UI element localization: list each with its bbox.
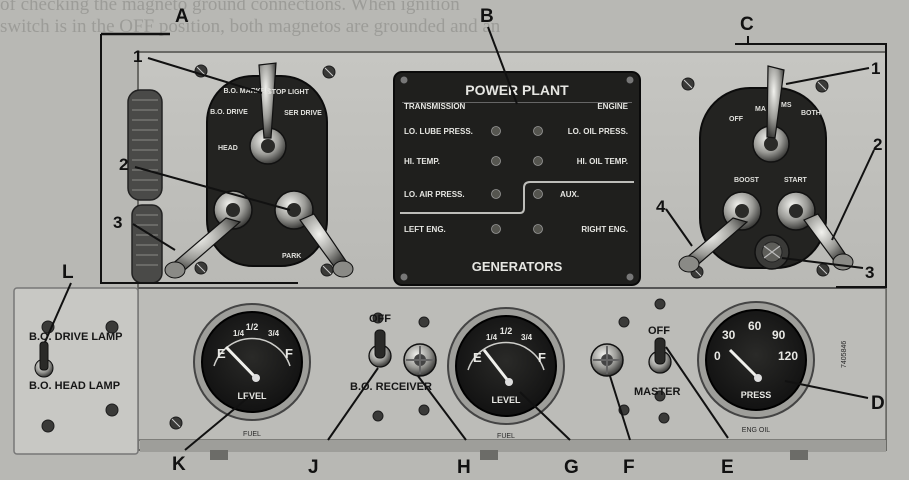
master-label: MASTER: [634, 386, 681, 398]
callout-l: L: [62, 262, 74, 283]
bo-receiver-off-label: OFF: [369, 313, 391, 325]
left-gauge-mark-q3: 3/4: [268, 329, 280, 338]
transmission-heading: TRANSMISSION: [404, 102, 466, 111]
oil-gauge-mark-90: 90: [772, 328, 786, 342]
master-off-label: OFF: [648, 325, 670, 337]
serial-number: 7405846: [841, 341, 848, 368]
power-plant-title: POWER PLANT: [465, 82, 569, 98]
oil-gauge-footer: ENG OIL: [742, 427, 771, 434]
callout-g: G: [564, 457, 579, 478]
oil-pressure-gauge: 0 30 60 90 120 PRESS ENG OIL: [697, 301, 815, 434]
center-gauge-footer: FUEL: [497, 433, 515, 440]
ign-ma-label: MA: [755, 106, 766, 113]
left-fuel-gauge: E 1/4 1/2 3/4 F LEVEL FUEL: [193, 303, 311, 438]
panel-light-rheostat-right[interactable]: [590, 343, 624, 377]
page-text-line-1: of checking the magneto ground connectio…: [0, 0, 460, 15]
page-text-line-2: switch is in the OFF position, both magn…: [0, 16, 501, 37]
panel-bottom-edge: [140, 440, 886, 452]
cable-spool-upper: [127, 89, 163, 201]
center-fuel-gauge: E 1/4 1/2 3/4 F LEVEL FUEL: [447, 307, 565, 440]
lo-air-press-label: LO. AIR PRESS.: [404, 190, 465, 199]
ign-ms-label: MS: [781, 102, 792, 109]
bo-lamp-box: B.O. DRIVE LAMP B.O. HEAD LAMP: [13, 287, 139, 455]
bo-drive-label: B.O. DRIVE: [210, 109, 248, 116]
lo-lube-press-label: LO. LUBE PRESS.: [404, 127, 473, 136]
callout-j: J: [308, 457, 319, 478]
boost-label: BOOST: [734, 177, 760, 184]
left-callout-1: 1: [133, 47, 142, 66]
left-callout-3: 3: [113, 213, 122, 232]
park-label: PARK: [282, 253, 301, 260]
bo-head-lamp-label: B.O. HEAD LAMP: [29, 380, 120, 392]
leader-lines: [44, 26, 875, 451]
right-callout-2: 2: [873, 135, 882, 154]
left-callout-2: 2: [119, 155, 128, 174]
center-gauge-mark-q3: 3/4: [521, 333, 533, 342]
master-switch: OFF MASTER: [634, 325, 681, 398]
start-label: START: [784, 177, 808, 184]
bracket-c: [735, 43, 887, 288]
light-switch-assembly: B.O. MARKER B.O. DRIVE STOP LIGHT SER DR…: [164, 62, 354, 279]
oil-gauge-label: PRESS: [741, 390, 772, 400]
hi-temp-label: HI. TEMP.: [404, 157, 440, 166]
callout-c: C: [740, 14, 754, 35]
callout-f: F: [623, 457, 635, 478]
power-plant-warning-panel: POWER PLANT TRANSMISSION ENGINE LO. LUBE…: [393, 71, 641, 286]
engine-heading: ENGINE: [597, 102, 628, 111]
generators-title: GENERATORS: [472, 259, 563, 274]
callout-h: H: [457, 457, 471, 478]
callout-e: E: [721, 457, 734, 478]
oil-gauge-mark-60: 60: [748, 319, 762, 333]
oil-gauge-mark-30: 30: [722, 328, 736, 342]
left-gauge-mark-f: F: [285, 346, 293, 361]
head-label: HEAD: [218, 145, 238, 152]
center-gauge-mark-e: E: [473, 350, 482, 365]
cable-spool-lower: [131, 204, 163, 284]
bo-receiver-toggle[interactable]: [374, 329, 386, 359]
callout-k: K: [172, 454, 186, 475]
warning-lamps: [491, 126, 543, 234]
oil-gauge-mark-0: 0: [714, 349, 721, 363]
ign-off-label: OFF: [729, 116, 744, 123]
bo-drive-lamp-label: B.O. DRIVE LAMP: [29, 331, 123, 343]
right-eng-label: RIGHT ENG.: [581, 225, 628, 234]
ign-both-label: BOTH: [801, 110, 821, 117]
ignition-lever[interactable]: [766, 65, 785, 139]
right-callout-3: 3: [865, 263, 874, 282]
bo-marker-label: B.O. MARKER: [223, 88, 270, 95]
lo-oil-press-label: LO. OIL PRESS.: [568, 127, 628, 136]
light-switch-lever[interactable]: [258, 62, 277, 139]
oil-gauge-needle: [728, 348, 760, 380]
bo-lamp-toggle[interactable]: [39, 341, 49, 371]
right-callout-1: 1: [871, 59, 880, 78]
center-gauge-needle: [482, 349, 511, 383]
center-gauge-mark-f: F: [538, 350, 546, 365]
center-gauge-mark-q1: 1/4: [486, 333, 498, 342]
bo-receiver-label: B.O. RECEIVER: [350, 381, 432, 393]
left-gauge-label: LEVEL: [237, 391, 267, 401]
left-gauge-needle: [224, 345, 258, 380]
master-toggle[interactable]: [654, 337, 666, 365]
aux-label: AUX.: [560, 190, 579, 199]
callout-d: D: [871, 393, 885, 414]
hi-oil-temp-label: HI. OIL TEMP.: [577, 157, 628, 166]
callout-a: A: [175, 6, 189, 27]
panel-light-rheostat-left[interactable]: [403, 343, 437, 377]
center-gauge-mark-half: 1/2: [500, 326, 513, 336]
center-gauge-label: LEVEL: [491, 395, 521, 405]
ignition-switch-assembly: OFF MA MS BOTH BOOST START: [678, 65, 854, 273]
right-callout-4: 4: [656, 197, 666, 216]
bracket-a: [100, 34, 298, 284]
callout-b: B: [480, 6, 494, 27]
left-gauge-footer: FUEL: [243, 431, 261, 438]
left-gauge-mark-e: E: [217, 346, 226, 361]
ser-drive-label: SER DRIVE: [284, 110, 322, 117]
bo-receiver-switch: OFF B.O. RECEIVER: [350, 313, 432, 393]
left-gauge-mark-q1: 1/4: [233, 329, 245, 338]
left-gauge-mark-half: 1/2: [246, 322, 259, 332]
stop-light-label: STOP LIGHT: [267, 89, 309, 96]
left-eng-label: LEFT ENG.: [404, 225, 446, 234]
oil-gauge-mark-120: 120: [778, 349, 798, 363]
